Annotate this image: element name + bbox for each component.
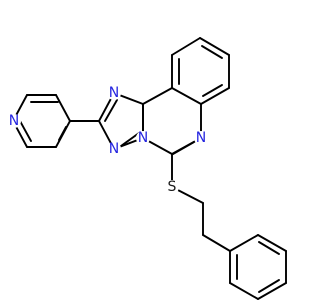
atom-background — [136, 131, 150, 145]
bond — [104, 99, 118, 122]
bond — [202, 234, 231, 252]
bond — [55, 94, 71, 122]
bond — [258, 279, 280, 293]
triazole-nitrogen-2-label: N — [109, 141, 119, 157]
atom-label-layer: N N N N N S — [7, 85, 208, 195]
bond — [257, 234, 287, 252]
bond — [58, 126, 67, 141]
bond — [172, 141, 195, 155]
atom-background — [7, 114, 21, 128]
triazole-nitrogen-1-label: N — [109, 85, 119, 101]
bond — [142, 87, 173, 105]
atom-background — [107, 86, 121, 100]
atom-background — [107, 142, 121, 156]
quinazoline-nitrogen-label: N — [196, 130, 206, 146]
bond — [171, 37, 201, 56]
molecule-structure: N N N N N S — [7, 37, 287, 300]
bond — [229, 282, 259, 300]
bond — [19, 120, 32, 142]
bond — [258, 241, 280, 255]
bond — [171, 87, 202, 105]
atom-background — [194, 131, 208, 145]
bond — [201, 45, 223, 59]
pyridine-nitrogen-label: N — [9, 113, 19, 129]
sulfur-label: S — [168, 179, 177, 195]
atom-background — [165, 180, 179, 194]
bond — [229, 234, 259, 252]
bond — [202, 84, 223, 97]
structure-canvas: N N N N N S — [7, 37, 287, 300]
bond — [199, 37, 230, 56]
bond — [120, 132, 140, 147]
bond — [200, 87, 230, 105]
bond-layer — [12, 37, 287, 300]
triazole-nitrogen-3-label: N — [138, 130, 148, 146]
bond — [257, 282, 287, 300]
